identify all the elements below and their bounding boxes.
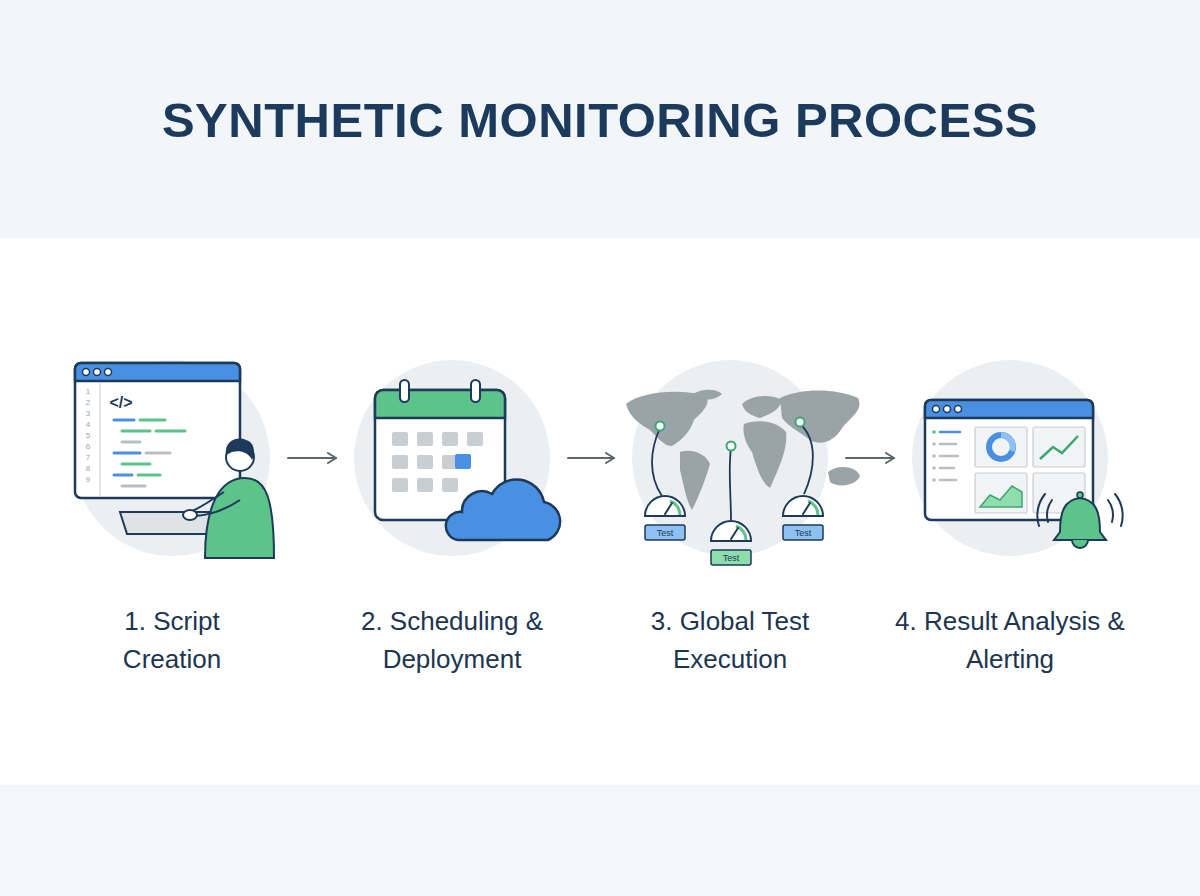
flow-arrow <box>846 457 894 459</box>
label-wrap: 2 <box>86 399 90 407</box>
line-number: 7 <box>86 454 90 462</box>
step-label-wrap: 2. Scheduling & Deployment <box>345 602 560 678</box>
label-wrap: 7 <box>86 454 90 462</box>
world-map-icon <box>626 390 860 565</box>
bottom-band <box>0 785 1200 896</box>
line-number: 6 <box>86 443 90 451</box>
step-circle-fill <box>912 360 1108 556</box>
label-wrap: Test <box>657 529 674 538</box>
label-wrap: 6 <box>86 443 90 451</box>
line-number: 1 <box>86 388 90 396</box>
label-wrap: Test <box>723 554 740 563</box>
test-tag: Test <box>723 554 740 563</box>
line-number: 4 <box>86 421 90 429</box>
test-tag: Test <box>657 529 674 538</box>
label-wrap: 1 <box>86 388 90 396</box>
step-label: 2. Scheduling & Deployment <box>345 602 560 678</box>
line-number: 2 <box>86 399 90 407</box>
top-band <box>0 0 1200 238</box>
line-number: 8 <box>86 465 90 473</box>
step-label-wrap: 1. Script Creation <box>82 602 262 678</box>
step-label-wrap: 3. Global Test Execution <box>623 602 838 678</box>
line-number: 5 <box>86 432 90 440</box>
label-wrap: 5 <box>86 432 90 440</box>
step-label-wrap: 4. Result Analysis & Alerting <box>888 602 1133 678</box>
label-wrap: 9 <box>86 476 90 484</box>
step-circle-fill <box>632 360 828 556</box>
dashboard-icon <box>925 400 1123 548</box>
code-editor-icon <box>75 363 274 558</box>
label-wrap: </> <box>109 395 132 411</box>
flow-arrow <box>288 457 336 459</box>
label-wrap: 8 <box>86 465 90 473</box>
line-number: 3 <box>86 410 90 418</box>
flow-arrow <box>568 457 614 459</box>
label-wrap: 4 <box>86 421 90 429</box>
label-wrap: 3 <box>86 410 90 418</box>
title-wrap: SYNTHETIC MONITORING PROCESS <box>0 92 1200 148</box>
label-wrap: Test <box>795 529 812 538</box>
step-label: 1. Script Creation <box>82 602 262 678</box>
line-number: 9 <box>86 476 90 484</box>
step-label: 3. Global Test Execution <box>623 602 838 678</box>
code-symbol: </> <box>109 395 132 411</box>
title: SYNTHETIC MONITORING PROCESS <box>0 92 1200 148</box>
calendar-icon <box>375 380 560 540</box>
step-label: 4. Result Analysis & Alerting <box>888 602 1133 678</box>
test-tag: Test <box>795 529 812 538</box>
